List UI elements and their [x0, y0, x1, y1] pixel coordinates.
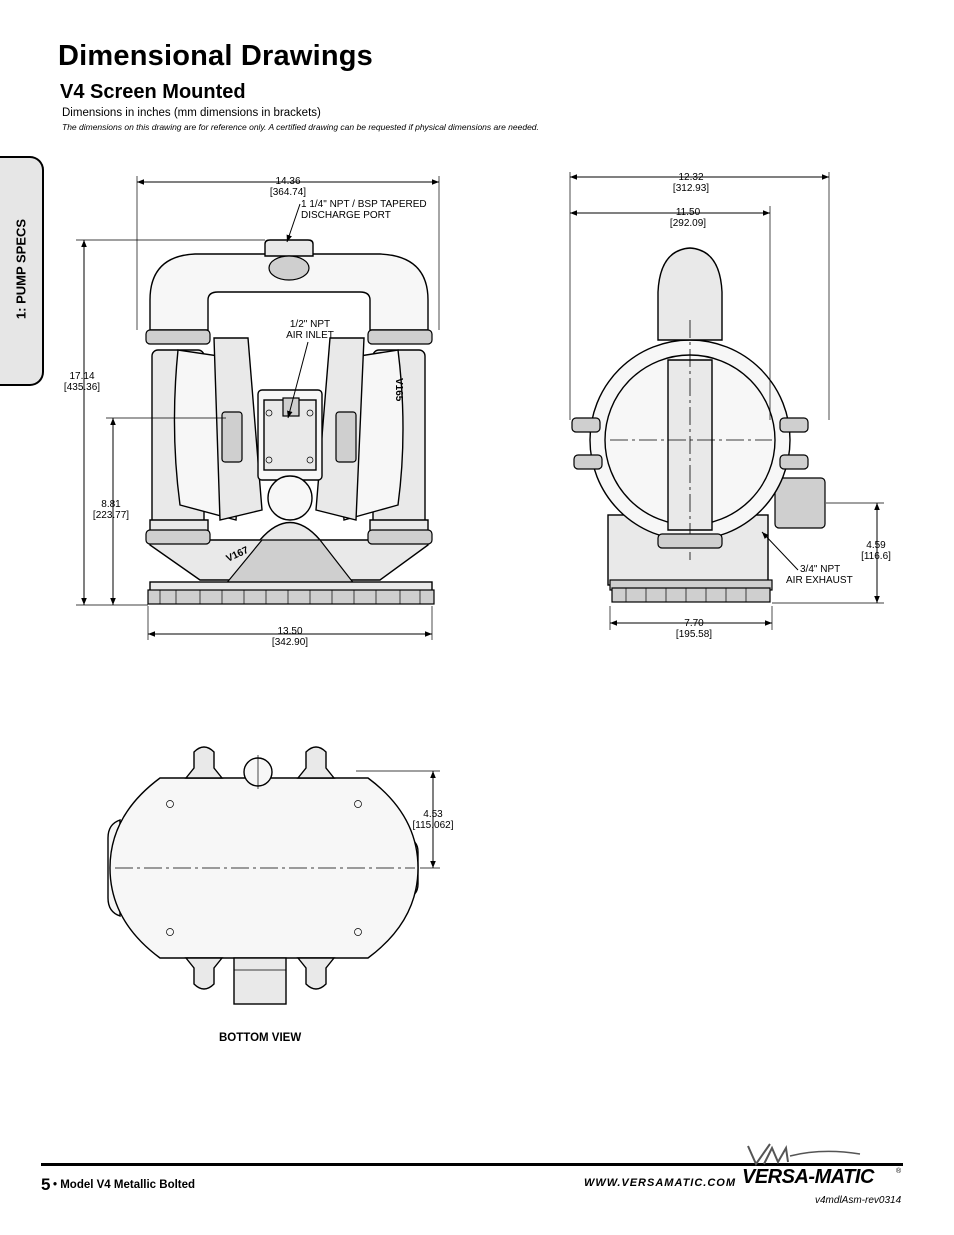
page-title: Dimensional Drawings — [58, 40, 374, 72]
brand-wordmark: VERSA-MATIC — [742, 1166, 874, 1188]
front-height-in: 17.14 — [69, 371, 94, 382]
front-stamp-right: V165 — [393, 378, 404, 402]
bottom-view-label: BOTTOM VIEW — [219, 1032, 302, 1044]
air-exhaust-callout-1: 3/4" NPT — [800, 564, 840, 575]
base-width-in: 13.50 — [277, 626, 302, 637]
air-inlet-callout-1: 1/2" NPT — [290, 319, 330, 330]
document-revision-code: v4mdlAsm-rev0314 — [815, 1195, 902, 1206]
bottom-offset-in: 4.53 — [423, 809, 443, 820]
base-depth-mm: [195.58] — [676, 629, 712, 640]
side-width-mm: [312.93] — [673, 183, 709, 194]
side-view-drawing — [571, 247, 826, 603]
exhaust-height-in: 4.59 — [866, 540, 886, 551]
section-subtitle: V4 Screen Mounted — [60, 81, 246, 103]
bottom-offset-mm: [115.062] — [413, 820, 454, 831]
flange-width-in: 11.50 — [676, 207, 701, 218]
front-view-dimensions: 14.36 [364.74] 1 1/4" NPT / BSP TAPERED … — [64, 176, 440, 648]
side-width-in: 12.32 — [678, 172, 703, 183]
section-side-tab[interactable] — [0, 156, 44, 386]
front-width-mm: [364.74] — [270, 187, 306, 198]
inlet-height-mm: [223.77] — [93, 510, 129, 521]
front-height-mm: [435.36] — [64, 382, 100, 393]
vm-script-icon — [747, 1143, 861, 1167]
bottom-view-dimensions: 4.53 [115.062] — [356, 770, 454, 869]
footer-website-link[interactable]: WWW.VERSAMATIC.COM — [584, 1177, 737, 1189]
registered-mark: ® — [896, 1168, 902, 1175]
flange-width-mm: [292.09] — [670, 218, 706, 229]
page-number: 5 — [41, 1175, 51, 1194]
units-note: Dimensions in inches (mm dimensions in b… — [62, 107, 321, 119]
footer-rule — [41, 1163, 903, 1166]
footer-model-name: • Model V4 Metallic Bolted — [53, 1179, 196, 1191]
air-exhaust-callout-2: AIR EXHAUST — [786, 575, 853, 586]
bottom-view-drawing — [107, 746, 419, 1005]
discharge-port-callout-1: 1 1/4" NPT / BSP TAPERED — [301, 199, 427, 210]
air-inlet-callout-2: AIR INLET — [286, 330, 334, 341]
base-width-mm: [342.90] — [272, 637, 308, 648]
front-width-in: 14.36 — [275, 176, 300, 187]
exhaust-height-mm: [116.6] — [861, 551, 891, 562]
front-view-drawing: V165 V167 — [145, 239, 435, 605]
side-view-dimensions: 12.32 [312.93] 11.50 [292.09] 4.59 [116.… — [569, 172, 891, 640]
disclaimer-note: The dimensions on this drawing are for r… — [62, 122, 539, 132]
discharge-port-callout-2: DISCHARGE PORT — [301, 210, 391, 221]
versa-matic-logo: VERSA-MATIC ® — [742, 1142, 906, 1190]
inlet-height-in: 8.81 — [101, 499, 121, 510]
base-depth-in: 7.70 — [684, 618, 704, 629]
